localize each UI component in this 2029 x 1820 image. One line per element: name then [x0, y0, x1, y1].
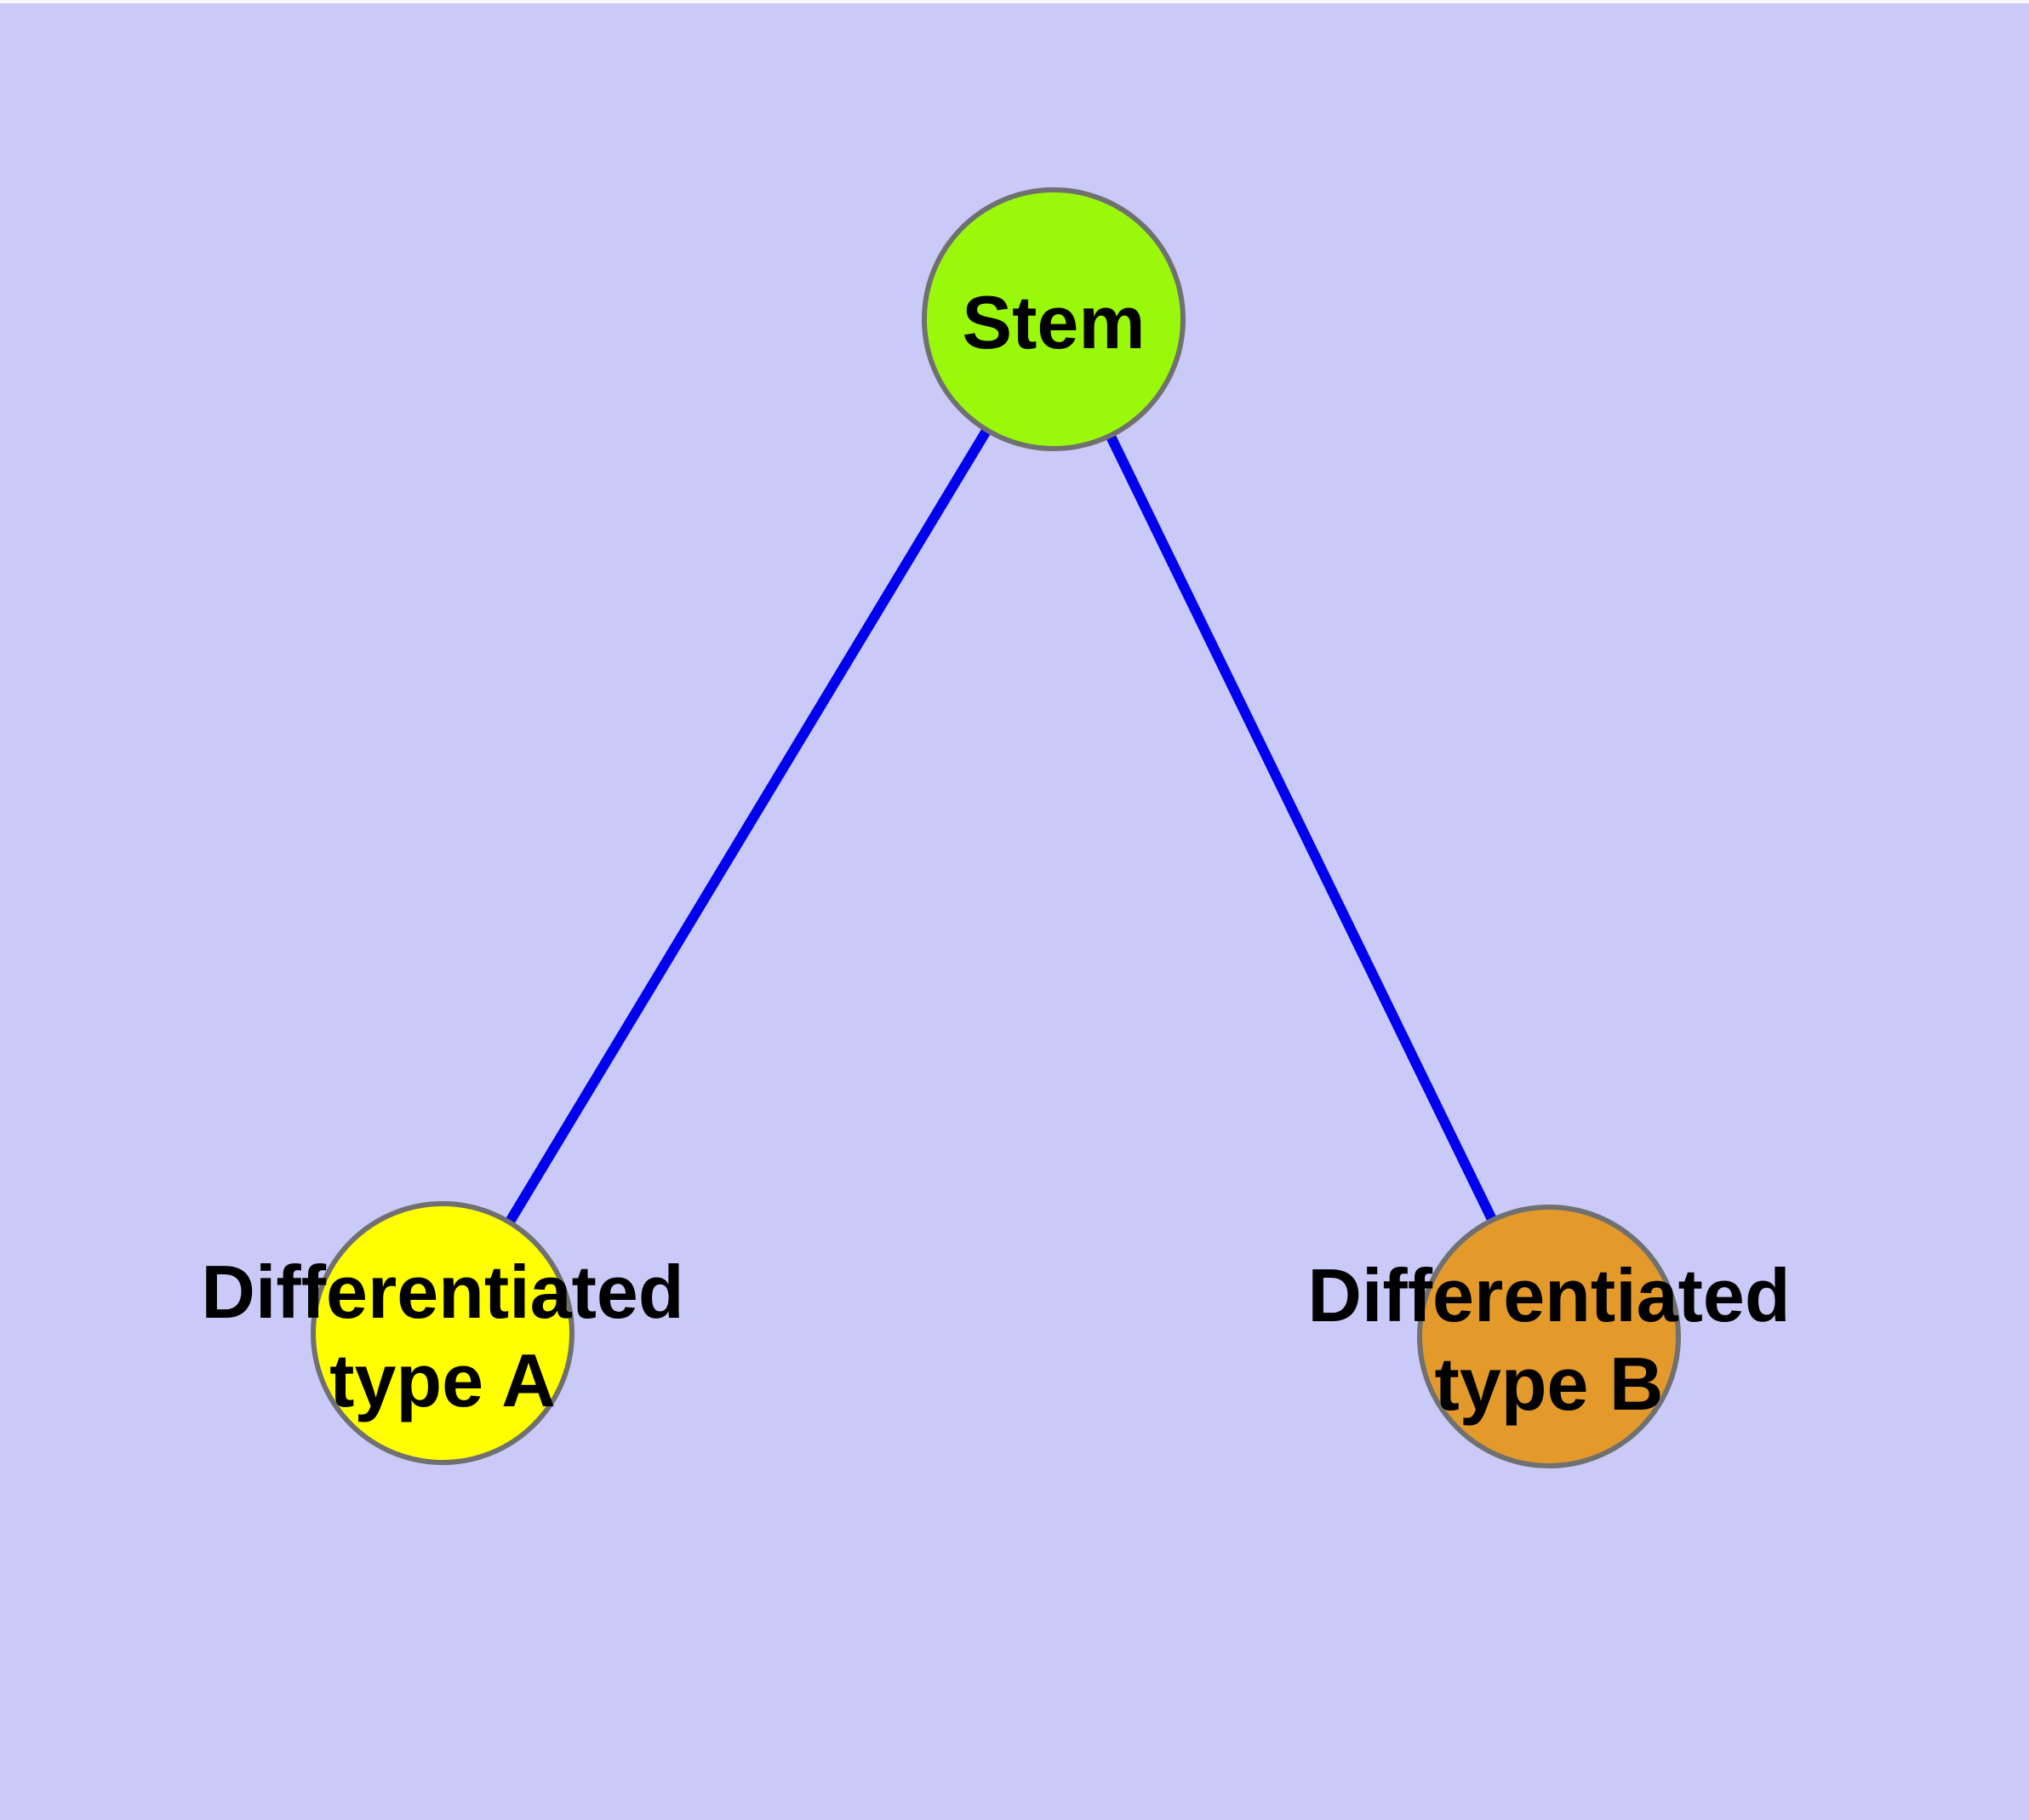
- edge-stem-diff-a: [437, 316, 1059, 1336]
- top-margin-strip: [0, 0, 2029, 3]
- node-stem: Stem: [922, 187, 1186, 451]
- node-diff-a-circle: [311, 1201, 574, 1465]
- edges-layer: [437, 316, 1554, 1339]
- node-diff-b-circle: [1417, 1205, 1681, 1468]
- edge-stem-diff-b: [1049, 317, 1554, 1339]
- node-stem-circle: [922, 187, 1186, 451]
- node-stem-label: Stem: [962, 280, 1145, 364]
